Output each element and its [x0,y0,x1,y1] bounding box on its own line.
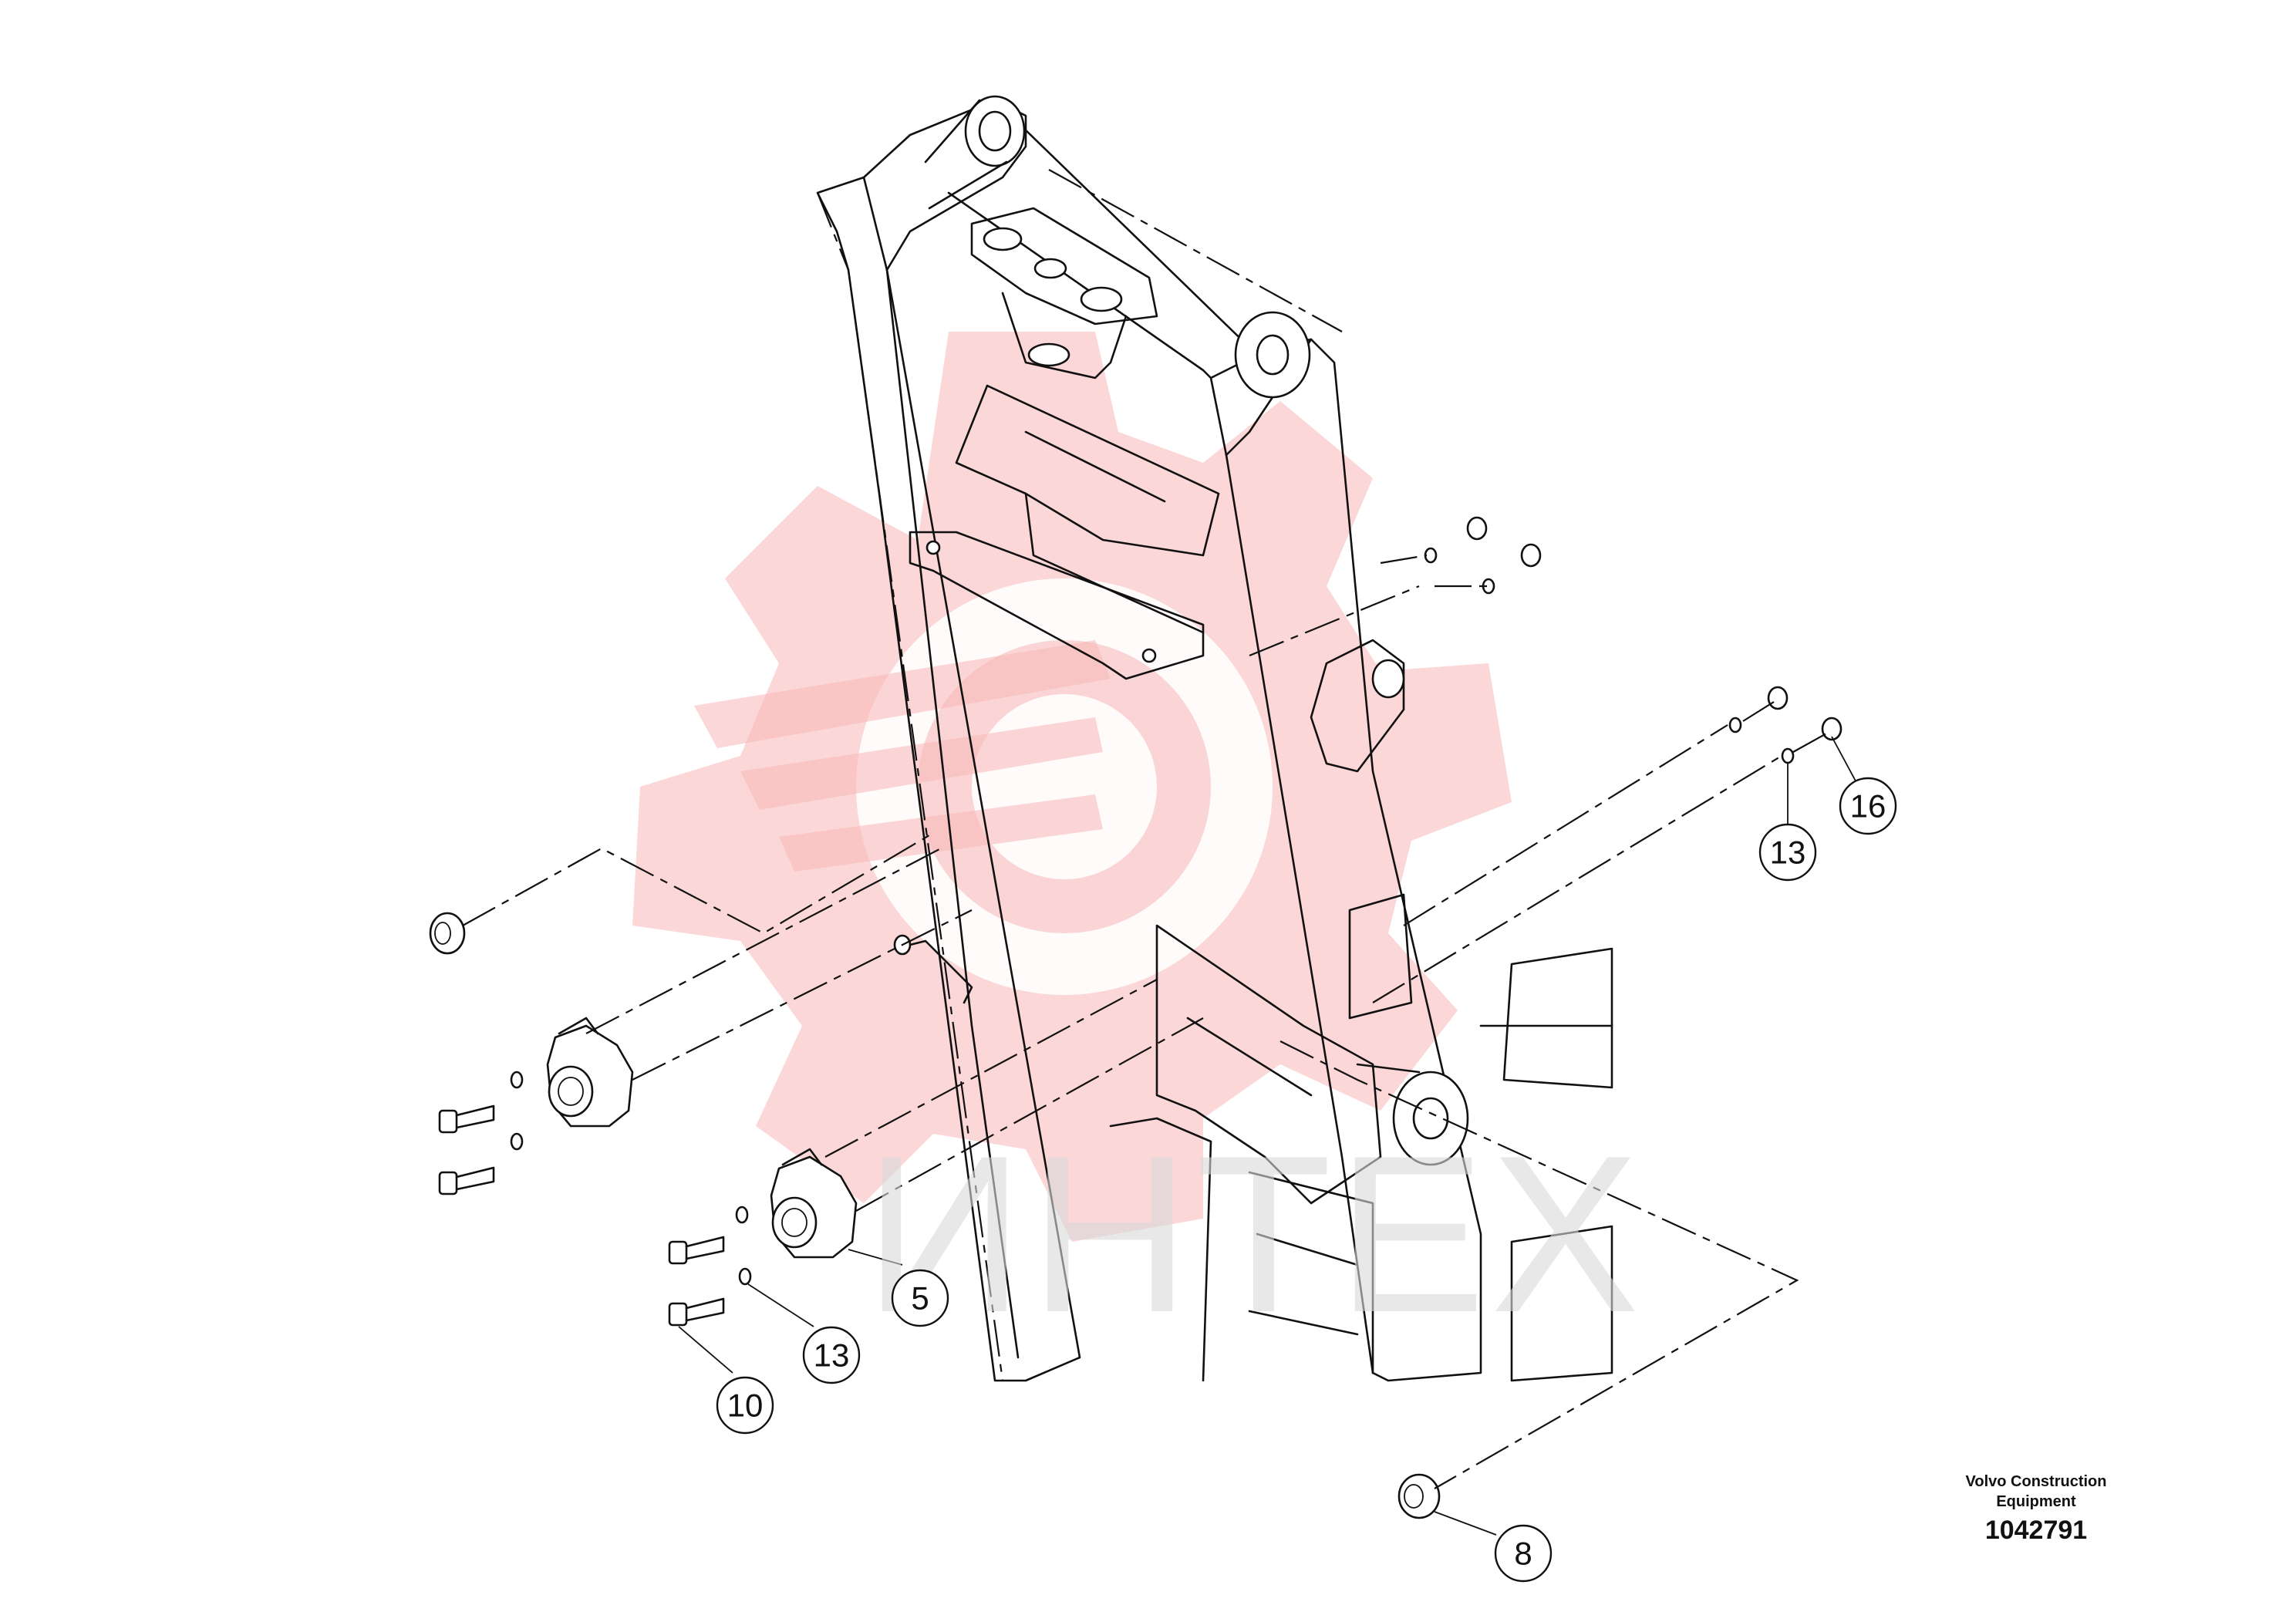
callout-label: 5 [911,1280,929,1317]
bolt-upper-2 [438,1166,495,1195]
callout-label: 13 [814,1337,850,1374]
callout-label: 8 [1514,1536,1532,1572]
brand-line-1: Volvo Construction [1965,1473,2107,1490]
nuts-washers-lower [1728,686,1843,764]
backup-alarm-upper [546,1017,634,1128]
main-frame [816,95,1613,1382]
washer-upper-1 [510,1071,524,1089]
watermark-text: ИНТЕХ [864,1109,1644,1359]
callout-13-lower: 13 [802,1326,861,1384]
callout-label: 16 [1850,788,1886,824]
callout-10: 10 [716,1376,774,1435]
grommet-lower [1397,1473,1441,1519]
bolt-lower-1 [668,1236,725,1265]
brand-line-2: Equipment [1996,1493,2076,1510]
callout-5: 5 [891,1269,949,1327]
callout-8: 8 [1494,1524,1553,1583]
drawing-number: 1042791 [1984,1516,2088,1545]
callout-16: 16 [1839,777,1897,835]
nuts-washers-upper [1424,516,1542,595]
callout-label: 13 [1770,835,1806,871]
washer-upper-2 [510,1132,524,1151]
bolt-upper-1 [438,1104,495,1134]
leader-lines [678,736,1859,1536]
callout-label: 10 [727,1388,764,1424]
gear-logo-icon [632,332,1512,1242]
washer-lower-1 [735,1206,749,1224]
brand-label: Volvo Construction Equipment [1905,1472,2167,1512]
bolt-lower-2 [668,1297,725,1327]
backup-alarm-lower [770,1148,858,1259]
washer-lower-2 [738,1267,752,1286]
grommet-upper [429,912,466,955]
callout-13-upper: 13 [1758,823,1817,882]
assembly-lines [462,169,1829,1489]
